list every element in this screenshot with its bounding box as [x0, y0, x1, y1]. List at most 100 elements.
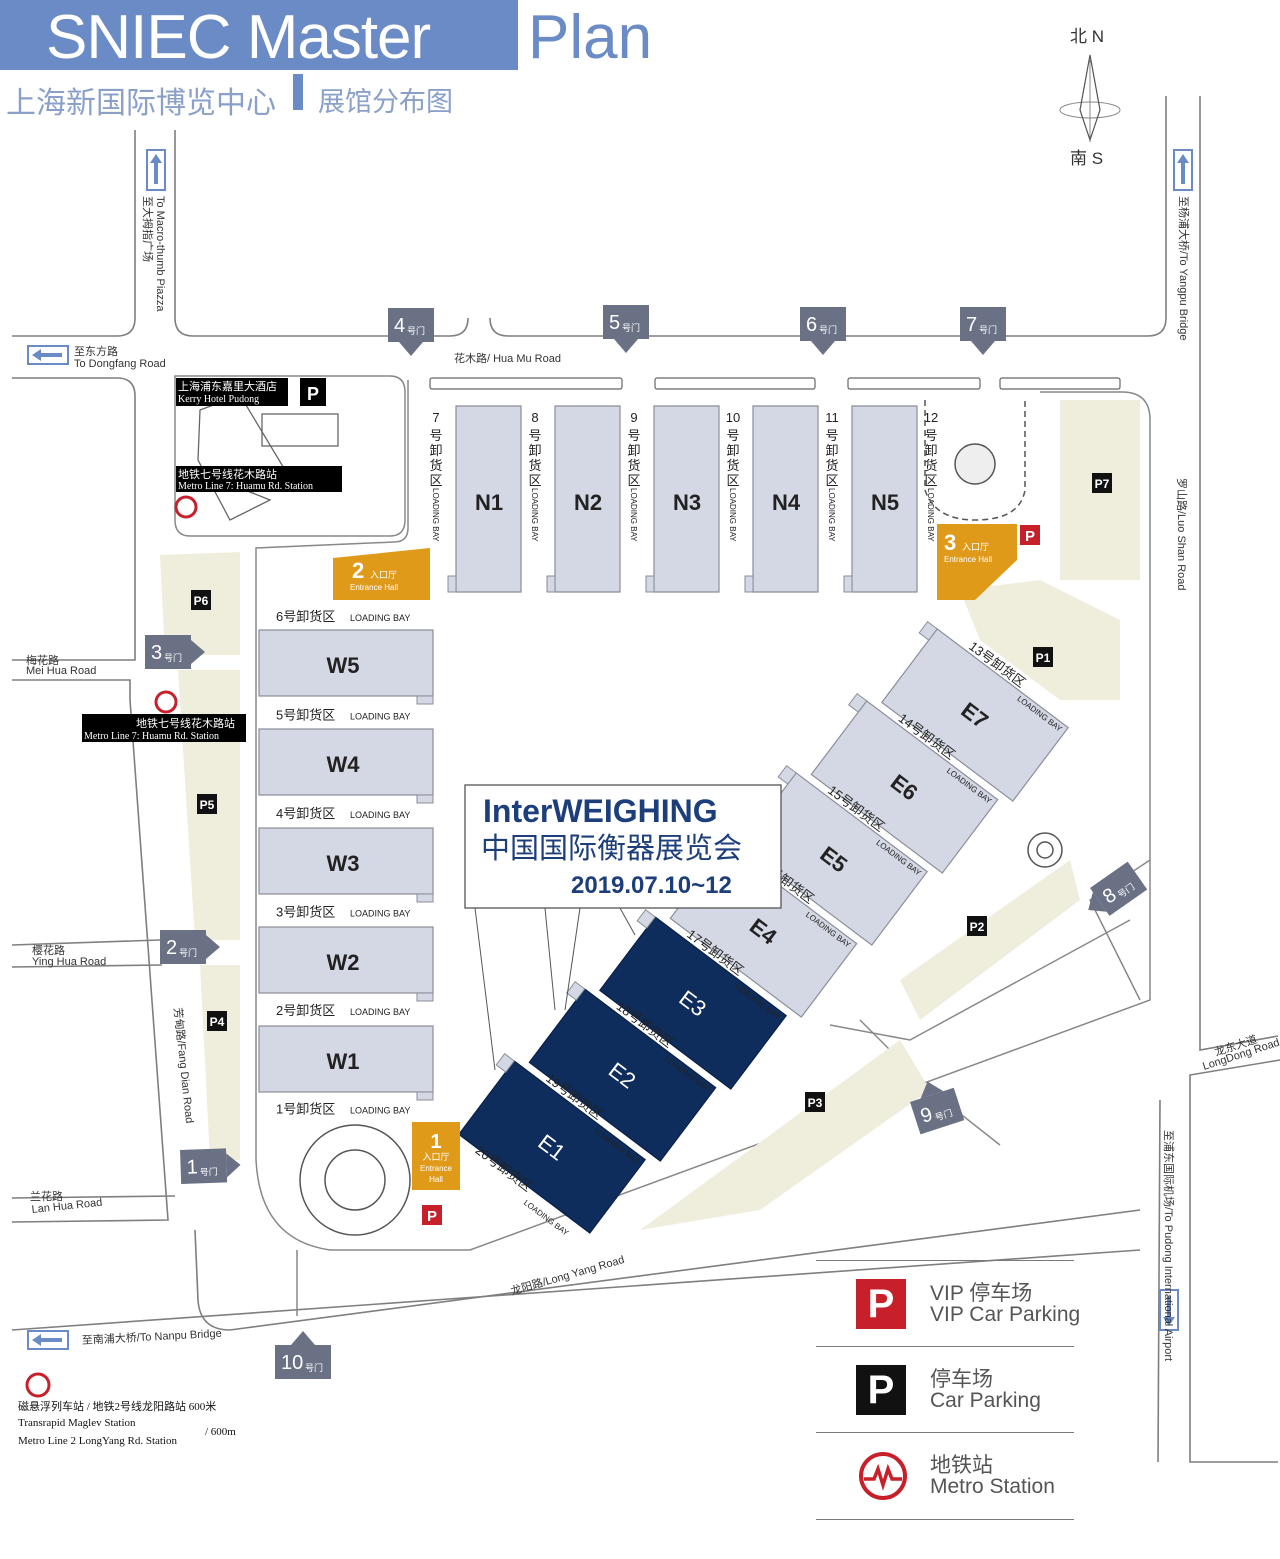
- parking-icon: [805, 1092, 825, 1112]
- hall-n2[interactable]: [554, 405, 621, 593]
- north-loading-num: 7: [432, 410, 439, 425]
- gate-plate: [275, 1345, 331, 1379]
- entrance-2-cn: 入口厅: [370, 570, 397, 580]
- gate-8[interactable]: 8号门: [1079, 861, 1148, 924]
- hall-annex: [447, 575, 457, 593]
- entrance-3-num: 3: [944, 530, 956, 555]
- north-loading-cn: 货: [726, 458, 739, 473]
- hall-annex: [918, 620, 938, 641]
- road-fangdian: 芳甸路/Fang Dian Road: [171, 1007, 197, 1124]
- hall-e7[interactable]: E7: [872, 620, 1070, 802]
- gate-num: 2: [166, 937, 177, 959]
- hall-n5[interactable]: [851, 405, 918, 593]
- west-loading-cn: 4号卸货区: [276, 806, 335, 821]
- vip-parking-icon: P: [856, 1279, 906, 1329]
- hotel-parking-icon: [300, 378, 326, 406]
- legend-park-cn: 停车场: [930, 1368, 993, 1391]
- title-cn-right: 展馆分布图: [318, 87, 453, 117]
- north-loading-cn: 卸: [627, 443, 640, 458]
- hall-label-w5: W5: [327, 653, 360, 678]
- hall-w3[interactable]: [258, 827, 434, 895]
- hall-w4[interactable]: [258, 728, 434, 796]
- hall-annex: [636, 908, 656, 929]
- hall-w2[interactable]: [258, 926, 434, 994]
- event-date: 2019.07.10~12: [571, 872, 732, 899]
- gate-plate: [910, 1087, 965, 1135]
- metro-huamu-label: 地铁七号线花木路站 Metro Line 7: Huamu Rd. Statio…: [82, 466, 342, 742]
- metro-south-label: 磁悬浮列车站 / 地铁2号线龙阳路站 600米 Transrapid Magle…: [18, 1399, 236, 1447]
- gate-plate: [800, 307, 846, 341]
- north-loading-cn: 货: [528, 458, 541, 473]
- north-loading-num: 9: [630, 410, 637, 425]
- hall-body: [810, 700, 999, 874]
- gate-arrow-icon: [1088, 892, 1107, 912]
- legend-vip-en: VIP Car Parking: [930, 1303, 1081, 1326]
- hall-n1[interactable]: [455, 405, 522, 593]
- north-loading-cn: 卸: [528, 443, 541, 458]
- gate-plate: [960, 307, 1006, 341]
- road-yinghua-en: Ying Hua Road: [32, 956, 106, 968]
- vip-parking-letter: P: [427, 1208, 437, 1225]
- parking-icon: [191, 590, 211, 610]
- hall-w1[interactable]: [258, 1025, 434, 1093]
- north-loading-cn: 号: [726, 428, 739, 443]
- hall-n3[interactable]: [653, 405, 720, 593]
- gate-9[interactable]: 9号门: [906, 1074, 965, 1135]
- gate-num: 3: [151, 642, 162, 664]
- parking-area-p4: [200, 965, 240, 1160]
- road-dongfang-en: To Dongfang Road: [74, 358, 166, 370]
- parking-label-p2: P2: [970, 920, 985, 934]
- entrance-hall-3[interactable]: [937, 524, 1017, 600]
- title-banner: [0, 0, 518, 70]
- north-loading-cn: 区: [627, 473, 640, 488]
- legend-park-en: Car Parking: [930, 1389, 1041, 1412]
- gate-num: 7: [966, 314, 977, 336]
- legend-car-parking: P 停车场 Car Parking: [816, 1346, 1074, 1433]
- hall-e6[interactable]: E6: [802, 692, 999, 874]
- hall-n4[interactable]: [752, 405, 819, 593]
- entrance-hall-1[interactable]: [412, 1122, 460, 1190]
- event-cn: 中国国际衡器展览会: [481, 832, 742, 865]
- north-loading-cn: 区: [924, 473, 937, 488]
- gate-plate: [160, 930, 206, 964]
- hall-annex: [416, 1091, 434, 1101]
- parking-label-p5: P5: [200, 798, 215, 812]
- metro-icon: [859, 1452, 907, 1500]
- road-airport: 至浦东国际机场/To Pudong International Airport: [1162, 1130, 1176, 1361]
- hall-e2[interactable]: E2: [520, 980, 717, 1162]
- entrance-hall-2[interactable]: [333, 548, 430, 600]
- metro-huamu-en: Metro Line 7: Huamu Rd. Station: [178, 481, 313, 492]
- north-loading-cn: 卸: [924, 443, 937, 458]
- parking-icon: [197, 794, 217, 814]
- gate-plate: [603, 305, 649, 339]
- compass: 北 N 南 S: [1059, 27, 1121, 168]
- metro-huamu-cn-2: 地铁七号线花木路站: [136, 716, 235, 730]
- north-loading-cn: 货: [429, 458, 442, 473]
- hall-annex: [565, 980, 586, 1001]
- parking-area-p1: [960, 580, 1120, 700]
- hall-e3[interactable]: E3: [590, 908, 788, 1090]
- north-loading-cn: 货: [627, 458, 640, 473]
- title-cn-left: 上海新国际博览中心: [6, 86, 276, 121]
- hall-w5[interactable]: [258, 629, 434, 697]
- hotel-parking-letter: P: [307, 384, 319, 404]
- north-loading-cn: 卸: [726, 443, 739, 458]
- compass-north: 北 N: [1070, 27, 1104, 46]
- gate-arrow-icon: [614, 339, 638, 353]
- hotel-buildings: [197, 394, 339, 521]
- west-loading-bay: LOADING BAY: [350, 613, 410, 623]
- west-loading-bay: LOADING BAY: [350, 1106, 410, 1116]
- hall-e1[interactable]: E1: [449, 1052, 647, 1234]
- metro-south-en2: Metro Line 2 LongYang Rd. Station: [18, 1435, 177, 1447]
- north-loading-cn: 货: [825, 458, 838, 473]
- north-loading-cn: 号: [825, 428, 838, 443]
